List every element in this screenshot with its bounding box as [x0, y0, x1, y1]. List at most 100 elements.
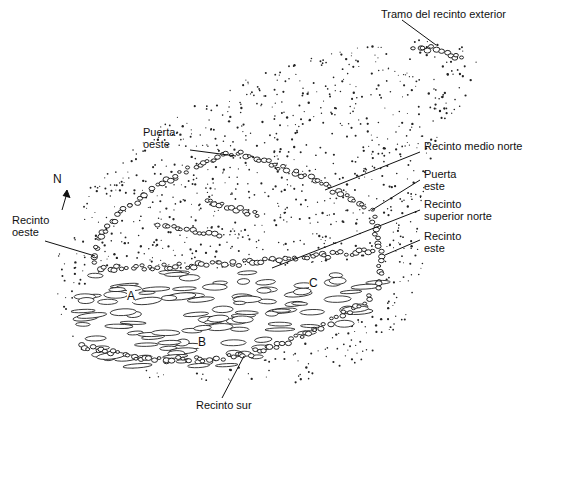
stipple-dot [391, 186, 393, 188]
callout-label: Recinto oeste [12, 214, 64, 238]
stipple-dot [429, 106, 431, 108]
wall-stone [370, 249, 375, 252]
wall-stone [248, 354, 254, 358]
stipple-dot [214, 188, 215, 189]
stipple-dot [355, 86, 356, 87]
stipple-dot [409, 263, 411, 265]
stipple-dot [168, 264, 169, 265]
stipple-dot [310, 60, 312, 62]
stipple-dot [311, 181, 312, 182]
stipple-dot [104, 244, 106, 246]
stipple-dot [277, 170, 279, 172]
stipple-dot [380, 47, 381, 48]
wall-stone [186, 166, 190, 169]
stipple-dot [461, 46, 463, 48]
stipple-dot [393, 231, 394, 232]
stipple-dot [371, 45, 373, 47]
stipple-dot [206, 144, 207, 145]
stipple-dot [181, 184, 182, 185]
stipple-dot [357, 319, 359, 321]
stipple-dot [371, 134, 372, 135]
stipple-dot [95, 235, 97, 237]
stipple-dot [162, 248, 163, 249]
flat-stone [85, 336, 106, 342]
wall-stone [411, 47, 415, 50]
wall-stone [110, 349, 116, 353]
stipple-dot [223, 169, 225, 171]
stipple-dot [275, 103, 276, 104]
stipple-dot [272, 188, 274, 190]
stipple-dot [135, 158, 137, 160]
stipple-dot [342, 177, 344, 179]
stipple-dot [401, 255, 403, 257]
stipple-dot [420, 195, 422, 197]
stipple-dot [242, 131, 243, 132]
stipple-dot [420, 197, 421, 198]
stipple-dot [357, 157, 359, 159]
wall-stone [102, 349, 107, 353]
stipple-dot [190, 136, 192, 138]
stipple-dot [247, 183, 248, 184]
stipple-dot [154, 173, 156, 175]
stipple-dot [157, 228, 158, 229]
stipple-dot [245, 162, 247, 164]
south-wall [80, 296, 372, 360]
stipple-dot [247, 235, 249, 237]
stipple-dot [350, 127, 352, 129]
stipple-dot [148, 248, 150, 250]
stipple-dot [349, 106, 351, 108]
stipple-dot [441, 96, 443, 98]
stipple-dot [250, 133, 251, 134]
stipple-dot [390, 326, 392, 328]
stipple-dot [285, 243, 287, 245]
flat-stone [237, 278, 250, 284]
stipple-dot [283, 112, 284, 113]
stipple-dot [115, 189, 116, 190]
wall-stone [330, 190, 335, 194]
flat-stone [87, 273, 103, 278]
stipple-dot [114, 184, 116, 186]
stipple-dot [161, 159, 163, 161]
stipple-dot [386, 246, 387, 247]
stipple-dot [364, 168, 366, 170]
wall-stone [186, 359, 191, 363]
stipple-dot [411, 292, 413, 294]
stipple-dot [459, 106, 461, 108]
stipple-dot [369, 242, 371, 244]
stipple-dot [247, 81, 248, 82]
stipple-dot [279, 71, 281, 73]
stipple-dot [268, 195, 270, 197]
stipple-dot [277, 158, 279, 160]
stipple-dot [327, 347, 329, 349]
flat-stone [193, 325, 211, 331]
stipple-dot [325, 85, 327, 87]
wall-stone [261, 349, 266, 353]
stipple-dot [144, 253, 145, 254]
stipple-dot [346, 258, 348, 260]
stipple-dot [274, 137, 275, 138]
stipple-dot [166, 166, 167, 167]
stipple-dot [358, 178, 360, 180]
stipple-dot [261, 104, 263, 106]
stipple-dot [101, 241, 103, 243]
stipple-dot [321, 212, 323, 214]
stipple-dot [61, 268, 63, 270]
stipple-dot [464, 94, 466, 96]
stipple-dot [459, 48, 461, 50]
stipple-dot [402, 236, 404, 238]
stipple-dot [208, 119, 209, 120]
stipple-dot [426, 54, 428, 56]
stipple-dot [365, 171, 366, 172]
stipple-dot [210, 227, 212, 229]
stipple-dot [331, 53, 332, 54]
stipple-dot [308, 371, 310, 373]
stipple-dot [217, 225, 219, 227]
stipple-dot [387, 307, 389, 309]
stipple-dot [446, 108, 448, 110]
stipple-dot [305, 199, 307, 201]
stipple-dot [172, 218, 174, 220]
wall-stone [255, 214, 259, 217]
stipple-dot [351, 160, 353, 162]
stipple-dot [248, 254, 249, 255]
stipple-dot [398, 242, 399, 243]
